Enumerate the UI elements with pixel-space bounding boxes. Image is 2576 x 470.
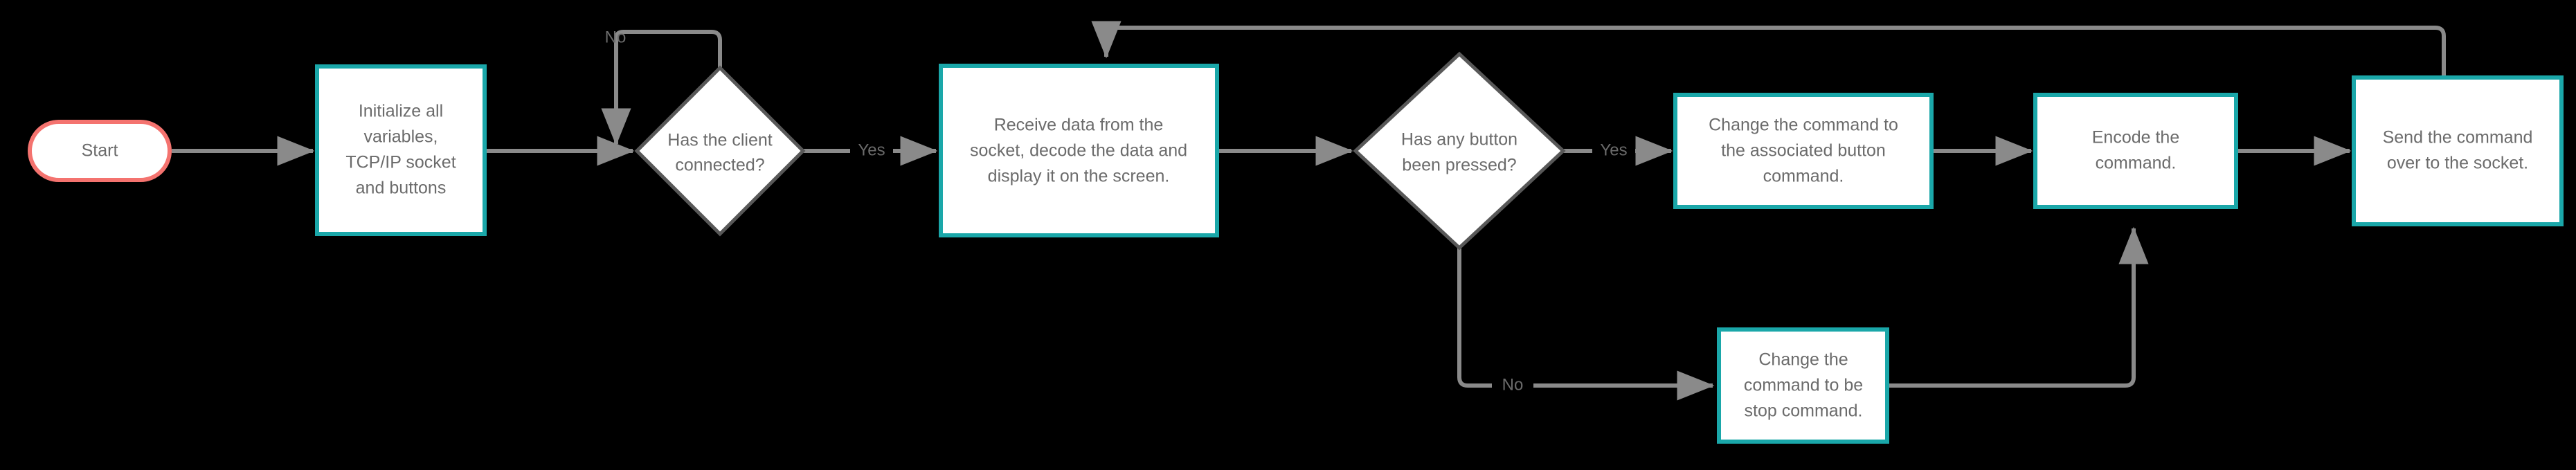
node-encode-command[interactable]: Encode the command. xyxy=(2033,93,2238,209)
node-client-connected-decision[interactable]: Has the client connected? xyxy=(634,65,806,237)
edge-send-to-receive-feedback xyxy=(1091,21,2446,80)
node-receive-data[interactable]: Receive data from the socket, decode the… xyxy=(939,64,1219,237)
node-stop-command[interactable]: Change the command to be stop command. xyxy=(1717,327,1889,444)
node-start-label: Start xyxy=(82,141,118,161)
node-stop-command-line-2: command to be xyxy=(1744,376,1863,395)
edge-button-decision-no-to-stop xyxy=(1457,248,1715,401)
node-stop-command-line-1: Change the xyxy=(1758,350,1848,370)
node-receive-line-3: display it on the screen. xyxy=(988,167,1170,186)
node-initialize-line-1: Initialize all xyxy=(359,102,443,121)
node-change-command-line-1: Change the command to xyxy=(1709,116,1898,135)
node-send-line-2: over to the socket. xyxy=(2387,154,2528,173)
node-change-command-line-2: the associated button xyxy=(1721,141,1886,161)
node-change-command[interactable]: Change the command to the associated but… xyxy=(1673,93,1934,209)
edge-label-no-button: No xyxy=(1502,375,1524,394)
node-start[interactable]: Start xyxy=(28,120,172,182)
node-encode-line-2: command. xyxy=(2096,154,2177,173)
edge-client-decision-no-loop xyxy=(601,30,722,146)
node-button-pressed-decision[interactable]: Has any button been pressed? xyxy=(1353,51,1566,251)
edge-stop-to-encode xyxy=(1887,226,2149,388)
node-stop-command-line-3: stop command. xyxy=(1745,401,1863,421)
node-button-decision-line-2: been pressed? xyxy=(1402,156,1516,175)
node-client-decision-line-2: connected? xyxy=(675,156,764,175)
node-change-command-line-3: command. xyxy=(1763,167,1844,186)
node-initialize-line-3: TCP/IP socket xyxy=(345,153,456,172)
node-client-decision-line-1: Has the client xyxy=(667,131,773,150)
edge-label-yes-button: Yes xyxy=(1600,141,1627,159)
edge-label-yes-client: Yes xyxy=(858,141,885,159)
node-initialize[interactable]: Initialize all variables, TCP/IP socket … xyxy=(315,64,487,236)
node-send-line-1: Send the command xyxy=(2383,128,2533,147)
node-initialize-line-2: variables, xyxy=(364,127,438,147)
node-receive-line-2: socket, decode the data and xyxy=(970,141,1187,161)
node-button-decision-line-1: Has any button xyxy=(1401,130,1517,150)
node-receive-line-1: Receive data from the xyxy=(994,116,1164,135)
edge-label-no-client: No xyxy=(605,28,627,46)
node-send-command[interactable]: Send the command over to the socket. xyxy=(2352,75,2564,226)
node-encode-line-1: Encode the xyxy=(2092,128,2180,147)
node-initialize-line-4: and buttons xyxy=(356,179,447,198)
